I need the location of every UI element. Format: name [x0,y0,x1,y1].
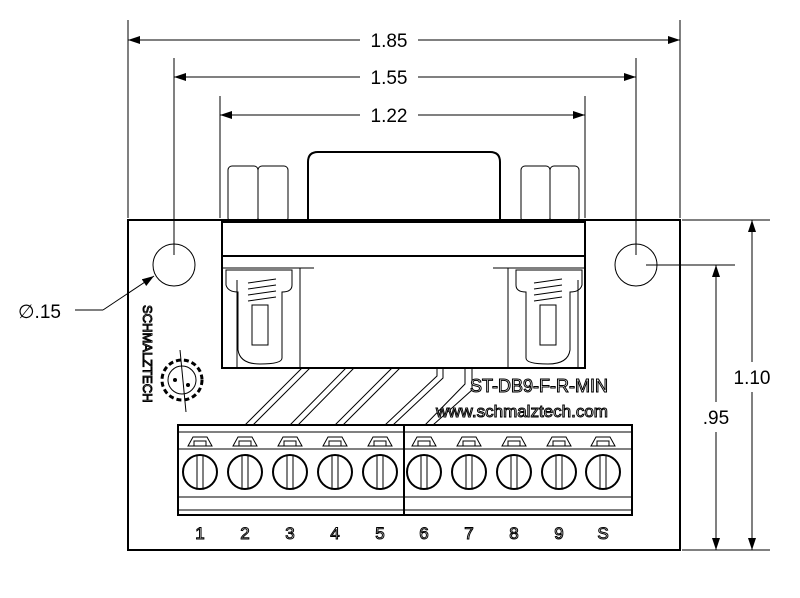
terminal-1[interactable]: 1 [182,436,218,544]
terminal-label: 9 [554,524,563,543]
schmalztech-logo [160,349,204,413]
dimension-hole-diameter: ∅.15 [18,275,155,323]
terminal-S[interactable]: S [585,436,621,544]
screw-icon[interactable] [317,454,353,490]
screw-icon[interactable] [451,454,487,490]
terminal-3[interactable]: 3 [272,436,308,544]
terminal-block: 1 2 3 4 5 6 7 8 9 S [177,424,633,544]
screw-icon[interactable] [406,454,442,490]
terminal-label: 2 [240,524,249,543]
mounting-hole-right [614,243,658,287]
screw-icon[interactable] [496,454,532,490]
part-number: ST-DB9-F-R-MIN [470,376,608,396]
screw-left [225,268,301,368]
dimension-overall-height: 1.10 [734,220,771,550]
terminal-9[interactable]: 9 [541,436,577,544]
terminal-label: 5 [375,524,384,543]
dimension-label: .95 [703,408,729,429]
screw-icon[interactable] [585,454,621,490]
terminal-2[interactable]: 2 [227,436,263,544]
dimension-overall-width: 1.85 [128,31,680,52]
website-url: www.schmalztech.com [435,402,608,421]
extension-lines [127,20,770,551]
terminal-8[interactable]: 8 [496,436,532,544]
terminal-label: 1 [195,524,204,543]
mounting-hole-left [152,243,196,287]
pcb-traces [244,367,473,426]
dimension-label: 1.55 [371,68,408,89]
dimension-connector-width: 1.22 [220,106,585,127]
dimension-label: ∅.15 [18,302,61,323]
screw-icon[interactable] [362,454,398,490]
screw-right [507,268,583,368]
terminal-label: S [597,524,608,543]
screw-icon[interactable] [272,454,308,490]
terminal-label: 8 [509,524,518,543]
screw-icon[interactable] [227,454,263,490]
brand-text: SCHMALZTECH [140,305,155,403]
dimension-label: 1.10 [734,368,771,389]
dimension-label: 1.22 [371,106,408,127]
db9-connector [221,151,586,369]
terminal-label: 4 [330,524,339,543]
terminal-5[interactable]: 5 [362,436,398,544]
terminal-label: 3 [285,524,294,543]
board-outline [127,219,681,551]
terminal-7[interactable]: 7 [451,436,487,544]
dimension-hole-height: .95 [703,265,729,550]
dimension-label: 1.85 [371,31,408,52]
screw-icon[interactable] [182,454,218,490]
terminal-6[interactable]: 6 [406,436,442,544]
terminal-label: 7 [464,524,473,543]
dimension-hole-spacing: 1.55 [174,68,636,89]
screw-icon[interactable] [541,454,577,490]
terminal-4[interactable]: 4 [317,436,353,544]
terminal-label: 6 [419,524,428,543]
